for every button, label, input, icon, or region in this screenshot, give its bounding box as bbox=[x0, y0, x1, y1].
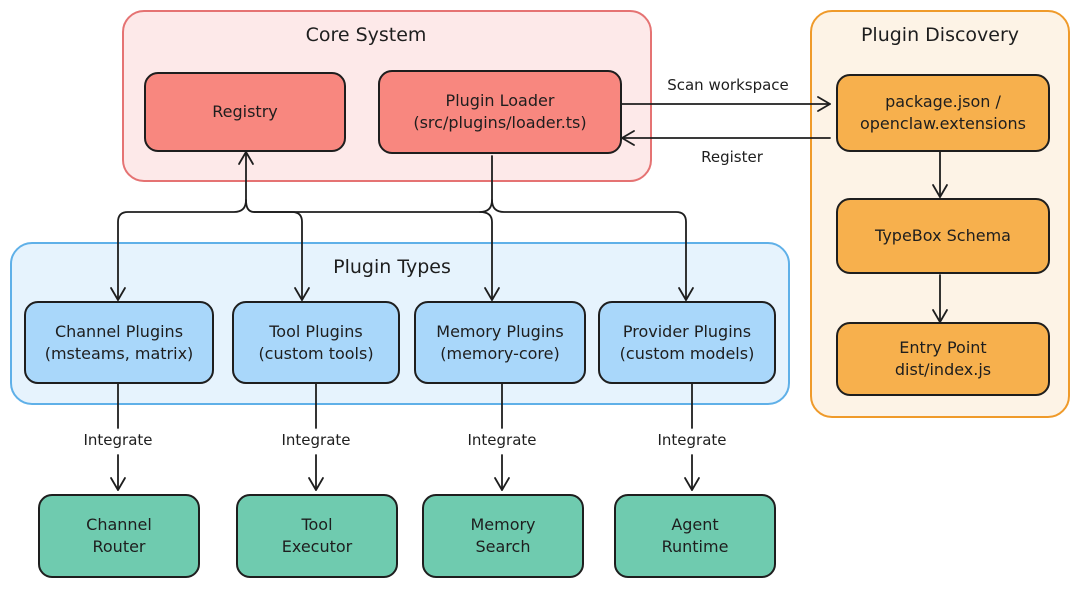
scan-workspace-label: Scan workspace bbox=[667, 76, 789, 94]
arrowhead-tool-executor bbox=[308, 477, 324, 491]
integrate-label-memory: Integrate bbox=[464, 431, 540, 449]
integrate-label-channel: Integrate bbox=[80, 431, 156, 449]
integrate-label-tool: Integrate bbox=[278, 431, 354, 449]
typebox-schema-node[interactable]: TypeBox Schema bbox=[836, 198, 1050, 274]
plugin-discovery-title: Plugin Discovery bbox=[860, 24, 1020, 46]
memory-search-node[interactable]: Memory Search bbox=[422, 494, 584, 578]
core-system-title: Core System bbox=[305, 24, 427, 46]
registry-node[interactable]: Registry bbox=[144, 72, 346, 152]
arrowhead-agent-runtime bbox=[684, 477, 700, 491]
agent-runtime-node[interactable]: Agent Runtime bbox=[614, 494, 776, 578]
arrowhead-memory-search bbox=[494, 477, 510, 491]
entry-point-node[interactable]: Entry Point dist/index.js bbox=[836, 322, 1050, 396]
tool-plugins-node[interactable]: Tool Plugins (custom tools) bbox=[232, 301, 400, 384]
integrate-label-provider: Integrate bbox=[654, 431, 730, 449]
plugin-types-title: Plugin Types bbox=[333, 256, 451, 278]
plugin-loader-node[interactable]: Plugin Loader (src/plugins/loader.ts) bbox=[378, 70, 622, 154]
tool-executor-node[interactable]: Tool Executor bbox=[236, 494, 398, 578]
register-label: Register bbox=[701, 148, 763, 166]
arrowhead-channel-router bbox=[110, 477, 126, 491]
package-json-node[interactable]: package.json / openclaw.extensions bbox=[836, 74, 1050, 152]
channel-router-node[interactable]: Channel Router bbox=[38, 494, 200, 578]
channel-plugins-node[interactable]: Channel Plugins (msteams, matrix) bbox=[24, 301, 214, 384]
provider-plugins-node[interactable]: Provider Plugins (custom models) bbox=[598, 301, 776, 384]
memory-plugins-node[interactable]: Memory Plugins (memory-core) bbox=[414, 301, 586, 384]
